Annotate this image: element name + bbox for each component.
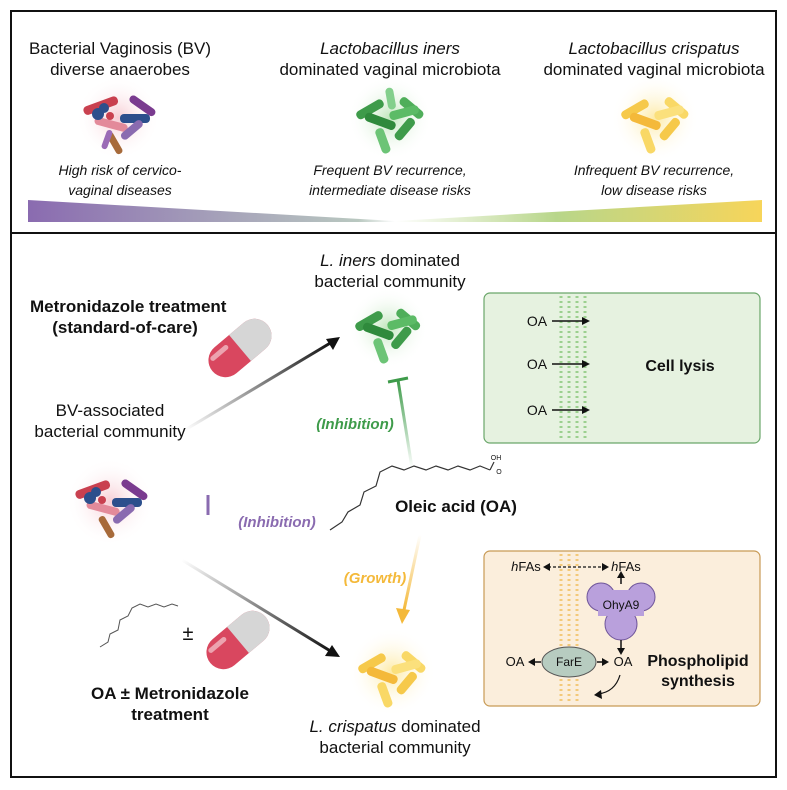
phospholipid-line1: Phospholipid	[647, 653, 749, 670]
risk-gradient-bar	[28, 200, 762, 222]
crispatus-risk-line1: Infrequent BV recurrence,	[573, 162, 735, 178]
hfas-right-prefix: h	[611, 559, 619, 574]
iners-community-line2: bacterial community	[314, 272, 466, 291]
crispatus-risk-line2: low disease risks	[601, 182, 707, 198]
bv-community-label: BV-associated bacterial community	[20, 400, 200, 442]
phospholipid-label: Phospholipid synthesis	[640, 652, 756, 692]
bv-title-line2: diverse anaerobes	[50, 60, 190, 79]
iners-risk-line1: Frequent BV recurrence,	[313, 162, 467, 178]
phospholipid-line2: synthesis	[661, 673, 735, 690]
crispatus-community-line2: bacterial community	[319, 738, 471, 757]
plus-minus-sign: ±	[182, 623, 194, 645]
iners-community-cluster-icon	[348, 288, 428, 368]
metronidazole-label: Metronidazole treatment (standard-of-car…	[30, 296, 227, 338]
crispatus-community-label: L. crispatus dominated bacterial communi…	[290, 716, 500, 758]
oa-metronidazole-line2: treatment	[131, 705, 209, 724]
fare-transporter-icon	[541, 646, 597, 678]
green-inhibition-label: (Inhibition)	[316, 416, 394, 433]
iners-title: Lactobacillus iners dominated vaginal mi…	[268, 38, 512, 80]
crispatus-title-line1: Lactobacillus crispatus	[568, 39, 740, 58]
oleic-acid-label: Oleic acid (OA)	[395, 497, 517, 516]
oa-oh-label: OH	[490, 455, 502, 462]
bv-risk-line2: vaginal diseases	[68, 182, 172, 198]
crispatus-community-species: L. crispatus	[309, 717, 397, 736]
hfas-left-label: hFAs	[506, 559, 546, 575]
phospho-oa-right: OA	[613, 654, 633, 669]
metronidazole-capsule-icon	[208, 318, 272, 378]
crispatus-community-cluster-icon	[348, 628, 436, 716]
purple-inhibition-label: (Inhibition)	[238, 514, 316, 531]
iners-bacteria-cluster-icon	[348, 76, 432, 160]
oleic-acid-structure	[329, 465, 491, 531]
lysis-membrane-icon	[559, 296, 587, 440]
lysis-oa-1: OA	[526, 313, 548, 329]
green-inhibition-line	[396, 379, 414, 469]
iners-community-line1: dominated	[375, 251, 460, 270]
oleic-acid-small-structure	[99, 603, 179, 648]
cell-lysis-box	[483, 292, 761, 444]
hfas-left-text: FAs	[518, 559, 541, 574]
iners-title-line1: Lactobacillus iners	[320, 39, 460, 58]
hfas-right-text: FAs	[618, 559, 641, 574]
iners-risk: Frequent BV recurrence, intermediate dis…	[268, 160, 512, 200]
oa-metronidazole-capsule-icon	[206, 610, 270, 670]
oa-metronidazole-line1: OA ± Metronidazole	[91, 684, 249, 703]
iners-community-label: L. iners dominated bacterial community	[295, 250, 485, 292]
iners-community-species: L. iners	[320, 251, 376, 270]
iners-title-line2: dominated vaginal microbiota	[279, 60, 501, 79]
growth-label: (Growth)	[343, 570, 407, 587]
bv-community-line2: bacterial community	[34, 422, 186, 441]
hfas-left-prefix: h	[511, 559, 519, 574]
oa-metronidazole-label: OA ± Metronidazole treatment	[70, 683, 270, 725]
metronidazole-line1: Metronidazole treatment	[30, 297, 227, 316]
bv-community-line1: BV-associated	[55, 401, 165, 420]
hfas-right-label: hFAs	[604, 559, 648, 575]
bv-title: Bacterial Vaginosis (BV) diverse anaerob…	[25, 38, 215, 80]
bv-title-line1: Bacterial Vaginosis (BV)	[28, 39, 212, 58]
lysis-oa-3: OA	[526, 402, 548, 418]
iners-risk-line2: intermediate disease risks	[309, 182, 471, 198]
crispatus-title-line2: dominated vaginal microbiota	[543, 60, 765, 79]
lysis-oa-2: OA	[526, 356, 548, 372]
crispatus-risk: Infrequent BV recurrence, low disease ri…	[530, 160, 778, 200]
ohya9-label: OhyA9	[602, 598, 640, 612]
crispatus-title: Lactobacillus crispatus dominated vagina…	[530, 38, 778, 80]
oa-treatment-arrow	[181, 558, 333, 654]
cell-lysis-label: Cell lysis	[645, 358, 715, 375]
lysis-arrows	[552, 317, 590, 414]
crispatus-community-line1: dominated	[396, 717, 481, 736]
bv-risk-line1: High risk of cervico-	[58, 162, 182, 178]
growth-arrow	[402, 534, 422, 611]
figure-frame	[10, 10, 777, 778]
metronidazole-line2: (standard-of-care)	[52, 318, 198, 337]
crispatus-bacteria-cluster-icon	[611, 74, 699, 162]
bv-risk: High risk of cervico- vaginal diseases	[25, 160, 215, 200]
bv-bacteria-cluster-icon	[76, 76, 160, 160]
metronidazole-arrow	[184, 340, 333, 432]
bv-community-cluster-icon	[66, 458, 154, 546]
fare-label: FarE	[555, 655, 582, 669]
oa-o-label: O	[496, 469, 502, 476]
phospho-oa-left: OA	[505, 654, 525, 669]
ohya9-enzyme-icon	[586, 582, 656, 641]
panel-divider	[10, 232, 777, 234]
